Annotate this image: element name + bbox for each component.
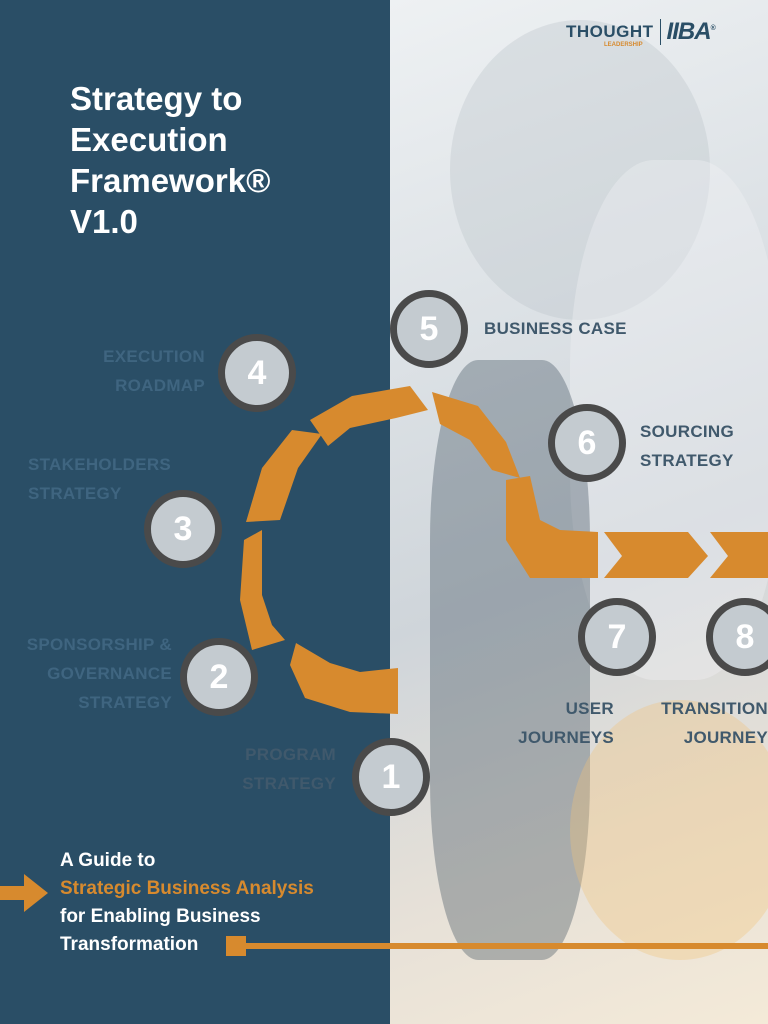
cycle-arrow-1 [290, 643, 398, 714]
step-8-circle: 8 [706, 598, 768, 676]
cover-photo [390, 0, 768, 1024]
step-2-circle: 2 [180, 638, 258, 716]
step-4-circle: 4 [218, 334, 296, 412]
bottom-rule [226, 936, 768, 956]
step-6-circle: 6 [548, 404, 626, 482]
step-5-circle: 5 [390, 290, 468, 368]
page-title: Strategy to Execution Framework® V1.0 [70, 80, 271, 240]
cycle-arrow-2 [240, 530, 285, 650]
step-7-circle: 7 [578, 598, 656, 676]
cycle-arrow-4 [310, 386, 428, 446]
logo-divider [659, 19, 661, 45]
step-3-circle: 3 [144, 490, 222, 568]
step-1-circle: 1 [352, 738, 430, 816]
chevron-arrow-2 [710, 532, 768, 578]
iiba-logo: IIBA® [666, 18, 716, 45]
subtitle: A Guide to Strategic Business Analysis f… [60, 850, 314, 955]
cycle-arrow-6 [506, 476, 598, 578]
cycle-arrow-3 [246, 430, 322, 522]
chevron-arrow-1 [604, 532, 708, 578]
cycle-arrow-5 [432, 392, 520, 478]
step-5-label: BUSINESS CASE [484, 319, 627, 338]
arrow-right-icon [0, 874, 48, 912]
